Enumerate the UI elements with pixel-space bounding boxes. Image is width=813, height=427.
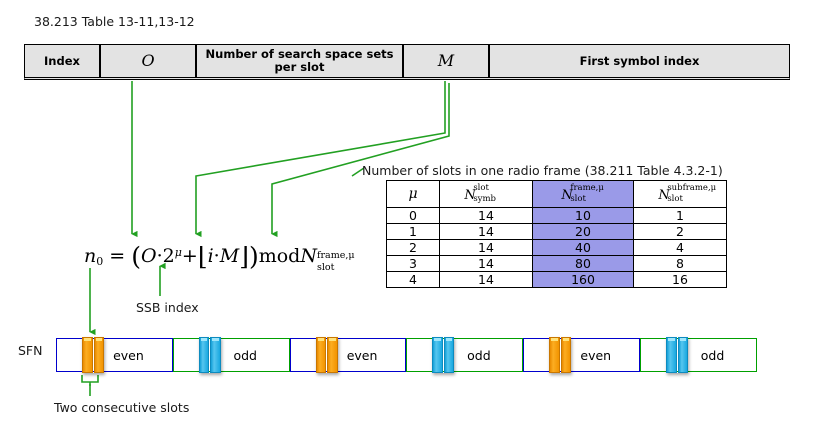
table-row: 0 14 10 1 xyxy=(386,207,727,224)
header-nframe-sup: frame,μ xyxy=(570,182,604,193)
sfn-cell-1: odd xyxy=(172,337,290,373)
cell-nsubframe: 4 xyxy=(633,239,727,256)
formula-mod: mod xyxy=(258,245,301,267)
header-cell-search-space-sets: Number of search space sets per slot xyxy=(197,45,404,77)
sfn-cell-label: odd xyxy=(233,347,257,363)
sfn-cell-0: even xyxy=(56,337,173,373)
formula-m: M xyxy=(219,245,240,267)
header-nframe-sub: slot xyxy=(570,193,586,204)
cell-nsymb: 14 xyxy=(439,207,533,224)
cell-nsubframe: 16 xyxy=(633,271,727,288)
formula-equals: = xyxy=(109,245,126,267)
sfn-cell-label: odd xyxy=(700,347,725,363)
brace-two-slots xyxy=(81,375,99,386)
header-nsubframe-sub: slot xyxy=(667,193,683,204)
header-mu: μ xyxy=(386,180,440,208)
formula-o: O xyxy=(141,245,157,267)
cell-nframe: 160 xyxy=(532,271,634,288)
header-cell-m-label: M xyxy=(437,51,455,71)
formula-dot-1: · xyxy=(156,245,163,267)
cell-nframe: 80 xyxy=(532,255,634,272)
header-cell-o-label: O xyxy=(141,51,155,71)
table-row: 4 14 160 16 xyxy=(386,271,727,288)
cell-mu: 2 xyxy=(386,239,440,256)
cell-mu: 3 xyxy=(386,255,440,272)
header-nsymb-sup: slot xyxy=(473,182,489,193)
slot-pair-icon xyxy=(666,337,689,373)
header-nframe-main: N xyxy=(561,187,573,203)
cell-nframe: 10 xyxy=(532,207,634,224)
formula-two: 2 xyxy=(162,245,175,267)
label-two-consecutive-slots: Two consecutive slots xyxy=(54,400,190,415)
cell-nsubframe: 2 xyxy=(633,223,727,240)
sfn-cell-5: odd xyxy=(640,337,757,373)
slot-pair-icon xyxy=(198,337,221,373)
slot-pair-icon xyxy=(82,337,104,373)
formula-plus: + xyxy=(181,245,198,267)
table-row: 2 14 40 4 xyxy=(386,239,727,256)
spec-header-table: Index O Number of search space sets per … xyxy=(24,44,790,80)
page-title: 38.213 Table 13-11,13-12 xyxy=(34,14,195,29)
formula-n-sup: frame,μ xyxy=(316,250,355,261)
cell-nsubframe: 1 xyxy=(633,207,727,224)
header-cell-first-symbol-index: First symbol index xyxy=(579,53,700,68)
header-nsymb-main: N xyxy=(464,187,476,203)
slot-pair-icon xyxy=(432,337,455,373)
slot-pair-icon xyxy=(549,337,572,373)
header-mu-label: μ xyxy=(408,186,418,202)
slot-pair-icon xyxy=(315,337,338,373)
header-nsubframe-main: N xyxy=(658,187,670,203)
sfn-cell-4: even xyxy=(523,337,641,373)
cell-nsubframe: 8 xyxy=(633,255,727,272)
header-nsubframe-sup: subframe,μ xyxy=(667,182,717,193)
header-nsymb-sub: symb xyxy=(473,193,496,204)
sfn-cell-3: odd xyxy=(406,337,524,373)
cell-nsymb: 14 xyxy=(439,239,533,256)
label-nslots-caption: Number of slots in one radio frame (38.2… xyxy=(362,163,723,178)
cell-mu: 1 xyxy=(386,223,440,240)
table-row: 3 14 80 8 xyxy=(386,255,727,272)
label-sfn: SFN xyxy=(18,343,43,358)
header-cell-m: M xyxy=(404,45,490,77)
formula-lhs: n xyxy=(84,245,97,267)
sfn-cell-label: even xyxy=(580,347,612,363)
header-cell-index: Index xyxy=(25,45,101,77)
sfn-cell-2: even xyxy=(289,337,407,373)
sfn-cell-label: even xyxy=(113,347,144,363)
formula-mu-exp: μ xyxy=(174,246,182,259)
table-row: 1 14 20 2 xyxy=(386,223,727,240)
cell-nsymb: 14 xyxy=(439,223,533,240)
formula-dot-2: · xyxy=(213,245,220,267)
formula-n-sub: slot xyxy=(316,262,335,273)
formula-n: N xyxy=(300,245,317,267)
sfn-cell-label: odd xyxy=(467,347,491,363)
cell-nframe: 20 xyxy=(532,223,634,240)
cell-mu: 0 xyxy=(386,207,440,224)
sfn-timeline: even odd even odd even odd xyxy=(56,337,757,373)
cell-nframe: 40 xyxy=(532,239,634,256)
sfn-cell-label: even xyxy=(346,347,378,363)
cell-nsymb: 14 xyxy=(439,271,533,288)
label-ssb-index: SSB index xyxy=(136,300,199,315)
formula-lhs-sub: 0 xyxy=(96,255,104,268)
cell-mu: 4 xyxy=(386,271,440,288)
header-cell-o: O xyxy=(101,45,197,77)
cell-nsymb: 14 xyxy=(439,255,533,272)
formula-i: i xyxy=(207,245,214,267)
